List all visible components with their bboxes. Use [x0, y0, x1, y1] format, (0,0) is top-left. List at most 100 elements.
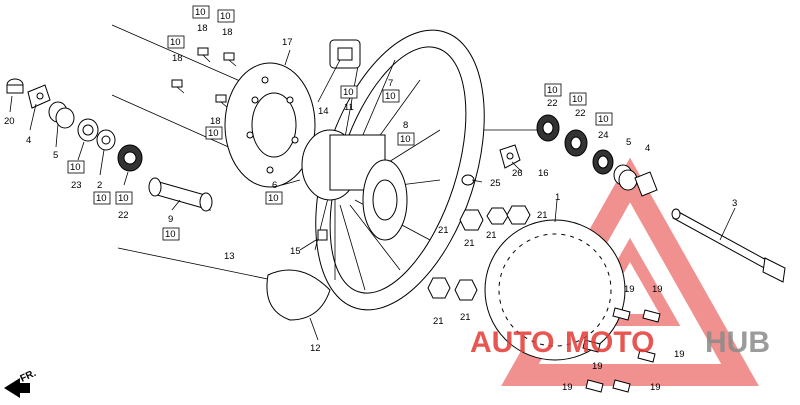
bolt-18-b	[223, 52, 237, 67]
sprocket-1	[484, 219, 626, 361]
svg-text:10: 10	[70, 162, 81, 173]
boxed-label: 10	[205, 126, 223, 140]
label-19-f: 19	[650, 382, 661, 393]
label-3: 3	[732, 198, 737, 209]
collar-5-left	[48, 101, 75, 129]
label-25: 25	[490, 178, 501, 189]
boxed-label: 10	[115, 191, 133, 205]
boxed-label: 10	[544, 83, 562, 97]
svg-text:HUB: HUB	[705, 326, 770, 359]
label-2: 2	[97, 180, 102, 191]
svg-text:10: 10	[343, 87, 354, 98]
label-19-e: 19	[562, 382, 573, 393]
label-19-a: 19	[624, 284, 635, 295]
front-direction-arrow: FR.	[4, 368, 38, 398]
label-22-right-b: 22	[575, 108, 586, 119]
nut-21-d	[427, 277, 451, 299]
label-6: 6	[272, 180, 277, 191]
bolt-19-e	[585, 379, 604, 393]
label-21-d: 21	[486, 230, 497, 241]
svg-text:10: 10	[400, 134, 411, 145]
svg-text:10: 10	[385, 91, 396, 102]
svg-text:10: 10	[165, 229, 176, 240]
bearing-22-right-a	[536, 114, 560, 142]
label-4-right: 4	[645, 143, 650, 154]
label-14: 14	[318, 106, 329, 117]
bearing-22-left	[117, 144, 143, 172]
label-21-f: 21	[460, 312, 471, 323]
rim-lock-14	[329, 39, 361, 69]
hub-6	[301, 129, 408, 241]
label-5-left: 5	[53, 150, 58, 161]
boxed-label: 10	[67, 160, 85, 174]
svg-text:10: 10	[547, 85, 558, 96]
brake-disc-17	[224, 62, 316, 188]
svg-text:10: 10	[118, 193, 129, 204]
label-21-c: 21	[464, 238, 475, 249]
label-7: 7	[388, 78, 393, 89]
svg-text:FR.: FR.	[19, 368, 38, 385]
label-21-a: 21	[537, 210, 548, 221]
valve-15	[317, 229, 328, 241]
boxed-label: 10	[167, 35, 185, 49]
label-19-c: 19	[674, 349, 685, 360]
label-4-left: 4	[26, 135, 31, 146]
label-24: 24	[598, 130, 609, 141]
bolt-19-a	[612, 307, 631, 321]
bolt-19-f	[612, 379, 631, 393]
svg-text:10: 10	[170, 37, 181, 48]
label-22-left: 22	[118, 210, 129, 221]
svg-text:MOTO: MOTO	[565, 326, 654, 359]
label-18-b: 18	[222, 27, 233, 38]
boxed-label: 10	[340, 85, 358, 99]
svg-text:10: 10	[195, 7, 206, 18]
boxed-label: 10	[217, 9, 235, 23]
nut-21-b	[486, 207, 509, 225]
label-18-c: 18	[172, 53, 183, 64]
boxed-label: 10	[397, 132, 415, 146]
guide-26	[499, 144, 521, 169]
boxed-label: 10	[162, 227, 180, 241]
collar-5-right	[613, 164, 638, 191]
label-19-b: 19	[652, 284, 663, 295]
nut-21-e	[454, 279, 478, 301]
bolt-18-d	[215, 94, 229, 109]
bearing-22-right-b	[564, 129, 588, 157]
leader-lines	[9, 49, 736, 341]
label-9: 9	[168, 214, 173, 225]
svg-text:10: 10	[96, 193, 107, 204]
svg-text:10: 10	[268, 193, 279, 204]
label-20: 20	[4, 116, 15, 127]
boxed-label: 10	[569, 92, 587, 106]
svg-text:10: 10	[220, 11, 231, 22]
label-12: 12	[310, 343, 321, 354]
label-16: 16	[538, 168, 549, 179]
seal-23	[77, 118, 99, 142]
bolt-19-d	[582, 339, 601, 353]
svg-text:10: 10	[208, 128, 219, 139]
label-5-right: 5	[626, 137, 631, 148]
label-13: 13	[224, 251, 235, 262]
label-1: 1	[555, 192, 560, 203]
distance-collar-9	[148, 177, 213, 212]
label-15: 15	[290, 246, 301, 257]
svg-text:10: 10	[572, 94, 583, 105]
axle-3	[671, 208, 786, 283]
bolt-18-a	[197, 47, 211, 63]
nut-20	[6, 78, 24, 94]
watermark-text: AUTO MOTO HUB	[470, 326, 770, 359]
boxed-label: 10	[118, 205, 134, 217]
bolt-18-c	[171, 79, 185, 94]
label-21-b: 21	[438, 225, 449, 236]
boxed-label: 10	[265, 191, 283, 205]
label-18-a: 18	[197, 23, 208, 34]
boxed-label: 10	[595, 112, 613, 126]
adjuster-plate-4-right	[634, 171, 658, 197]
svg-text:10: 10	[598, 114, 609, 125]
label-22-right-a: 22	[547, 98, 558, 109]
adjuster-plate-4-left	[27, 84, 51, 109]
seal-24	[592, 149, 614, 175]
boxed-label: 10	[192, 5, 210, 19]
label-23: 23	[71, 180, 82, 191]
